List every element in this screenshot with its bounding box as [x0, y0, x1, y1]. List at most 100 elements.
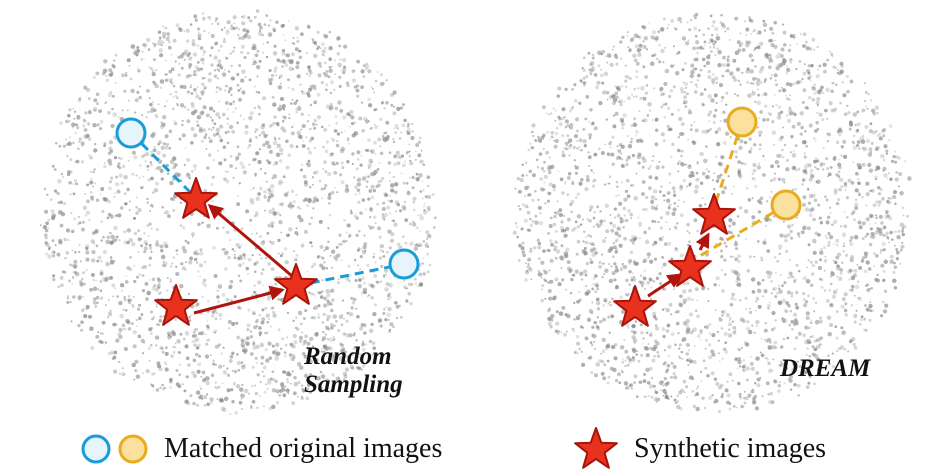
feature-point	[232, 15, 237, 20]
feature-point	[758, 130, 763, 135]
feature-point	[645, 367, 650, 373]
feature-point	[275, 74, 277, 77]
feature-point	[260, 257, 263, 260]
feature-point	[175, 369, 179, 372]
feature-point	[206, 402, 210, 407]
feature-point	[619, 295, 623, 300]
feature-point	[250, 352, 254, 356]
feature-point	[109, 259, 115, 265]
feature-point	[255, 136, 258, 139]
feature-point	[268, 81, 273, 86]
feature-point	[623, 381, 629, 386]
feature-point	[72, 107, 75, 110]
feature-point	[197, 354, 202, 358]
feature-point	[560, 244, 564, 248]
feature-point	[316, 92, 321, 97]
feature-point	[647, 226, 652, 230]
feature-point	[161, 114, 167, 120]
feature-point	[555, 309, 559, 314]
feature-point	[259, 380, 262, 384]
feature-point	[327, 390, 330, 393]
feature-point	[899, 191, 904, 196]
feature-point	[152, 108, 157, 113]
feature-point	[208, 32, 210, 35]
feature-point	[328, 30, 331, 34]
feature-point	[286, 311, 290, 315]
feature-point	[327, 227, 330, 230]
feature-point	[323, 249, 326, 252]
feature-point	[792, 362, 796, 366]
feature-point	[288, 116, 291, 120]
feature-point	[191, 42, 196, 47]
feature-point	[166, 289, 169, 292]
feature-point	[202, 17, 206, 21]
feature-point	[376, 280, 380, 284]
feature-point	[158, 48, 163, 53]
feature-point	[359, 211, 364, 215]
feature-point	[131, 242, 136, 247]
feature-point	[620, 181, 624, 184]
feature-point	[268, 190, 273, 196]
feature-point	[157, 30, 162, 34]
feature-point	[118, 166, 122, 170]
feature-point	[704, 203, 707, 206]
feature-point	[879, 188, 883, 192]
feature-point	[655, 165, 660, 170]
feature-point	[670, 313, 673, 316]
feature-point	[296, 130, 301, 136]
feature-point	[169, 93, 172, 96]
feature-point	[517, 205, 520, 208]
feature-point	[703, 88, 707, 91]
feature-point	[715, 155, 718, 158]
feature-point	[173, 199, 176, 202]
feature-point	[835, 349, 839, 353]
feature-point	[305, 136, 308, 139]
feature-point	[699, 45, 703, 50]
feature-point	[313, 119, 317, 123]
feature-point	[823, 259, 828, 263]
feature-point	[660, 380, 664, 384]
feature-point	[227, 70, 231, 73]
feature-point	[830, 282, 833, 286]
feature-point	[146, 201, 149, 204]
feature-point	[895, 171, 899, 174]
feature-point	[806, 347, 809, 350]
feature-point	[805, 385, 810, 389]
feature-point	[871, 234, 876, 239]
feature-point	[419, 215, 424, 221]
feature-point	[372, 346, 376, 350]
feature-point	[651, 118, 654, 122]
feature-point	[782, 30, 787, 35]
feature-point	[174, 342, 177, 345]
feature-point	[782, 156, 785, 159]
feature-point	[152, 205, 154, 208]
feature-point	[357, 283, 363, 289]
feature-point	[709, 38, 714, 43]
feature-point	[355, 339, 358, 341]
feature-point	[96, 123, 100, 127]
feature-point	[262, 365, 267, 370]
feature-point	[630, 137, 633, 140]
feature-point	[886, 177, 889, 180]
feature-point	[312, 345, 315, 348]
feature-point	[635, 353, 638, 356]
feature-point	[815, 100, 820, 105]
feature-point	[221, 382, 224, 385]
feature-point	[320, 42, 325, 47]
feature-point	[292, 333, 297, 339]
feature-point	[852, 210, 856, 214]
feature-point	[549, 216, 553, 220]
feature-point	[715, 36, 721, 41]
feature-point	[584, 273, 588, 277]
feature-point	[258, 333, 262, 337]
feature-point	[699, 339, 702, 341]
feature-point	[875, 216, 878, 220]
feature-point	[361, 342, 365, 347]
feature-point	[252, 58, 255, 61]
feature-point	[667, 275, 672, 280]
feature-point	[644, 207, 648, 212]
feature-point	[778, 63, 783, 68]
feature-point	[834, 107, 837, 111]
feature-point	[729, 303, 734, 307]
feature-point	[166, 100, 168, 102]
